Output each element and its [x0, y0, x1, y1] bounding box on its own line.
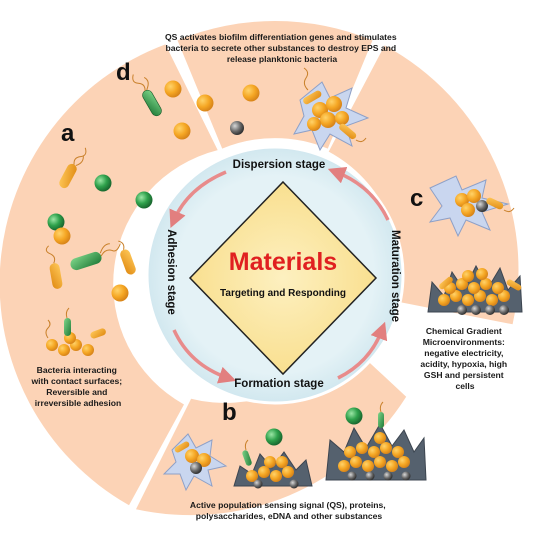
adhered-cluster [45, 307, 106, 356]
label-formation-stage: Formation stage [234, 378, 323, 390]
panel-c-caption: Chemical Gradient Microenvironments: neg… [420, 326, 509, 391]
rod-bacterium-orange [45, 245, 63, 289]
rod-bacterium-green [70, 243, 121, 271]
orange-coccus [173, 122, 191, 140]
panel-c-letter: c [410, 185, 423, 212]
orange-coccus [196, 94, 214, 112]
mature-biofilm [427, 264, 523, 315]
panel-a-caption: Bacteria interacting with contact surfac… [30, 365, 124, 408]
rod-bacterium-orange [59, 147, 87, 189]
label-maturation-stage: Maturation stage [389, 230, 401, 322]
maturing-cluster [428, 175, 515, 238]
sector-c [328, 45, 519, 325]
arrow-formation-to-maturation [337, 321, 388, 380]
panel-b-letter: b [222, 399, 237, 426]
orange-coccus [53, 227, 71, 245]
center-subtitle: Targeting and Responding [220, 288, 346, 299]
arrow-dispersion-to-adhesion [169, 170, 227, 229]
label-dispersion-stage: Dispersion stage [233, 159, 326, 171]
planktonic-bacterium-green-rod [132, 74, 162, 117]
panel-c: c Chemical Gradie [410, 175, 523, 391]
orange-coccus [164, 80, 182, 98]
center-diamond [188, 180, 378, 376]
forming-biofilm [233, 439, 313, 489]
center-title: Materials [229, 248, 337, 276]
panel-b-caption: Active population sensing signal (QS), p… [190, 500, 388, 521]
cycle-arrows [169, 167, 390, 384]
orange-coccus [111, 284, 129, 302]
panel-b: b [162, 399, 427, 521]
green-coccus [265, 428, 283, 446]
panel-a: a [30, 120, 153, 408]
green-coccus [94, 174, 112, 192]
panel-d-caption: QS activates biofilm differentiation gen… [165, 32, 399, 64]
label-adhesion-stage: Adhesion stage [165, 229, 177, 315]
panel-d-letter: d [116, 59, 131, 86]
green-coccus [135, 191, 153, 209]
dense-biofilm [325, 401, 427, 481]
green-coccus [345, 407, 363, 425]
arrow-maturation-to-dispersion [327, 167, 390, 221]
arrow-adhesion-to-formation [172, 329, 237, 384]
dispersing-biofilm-cluster [293, 67, 370, 152]
panel-d: d QS activates biofilm differentiation g… [116, 32, 399, 152]
sector-a [0, 44, 218, 506]
orange-coccus [242, 84, 260, 102]
rod-bacterium-orange [118, 240, 136, 275]
early-cluster [162, 433, 228, 492]
gray-particle [230, 121, 244, 135]
panel-a-letter: a [61, 120, 75, 147]
